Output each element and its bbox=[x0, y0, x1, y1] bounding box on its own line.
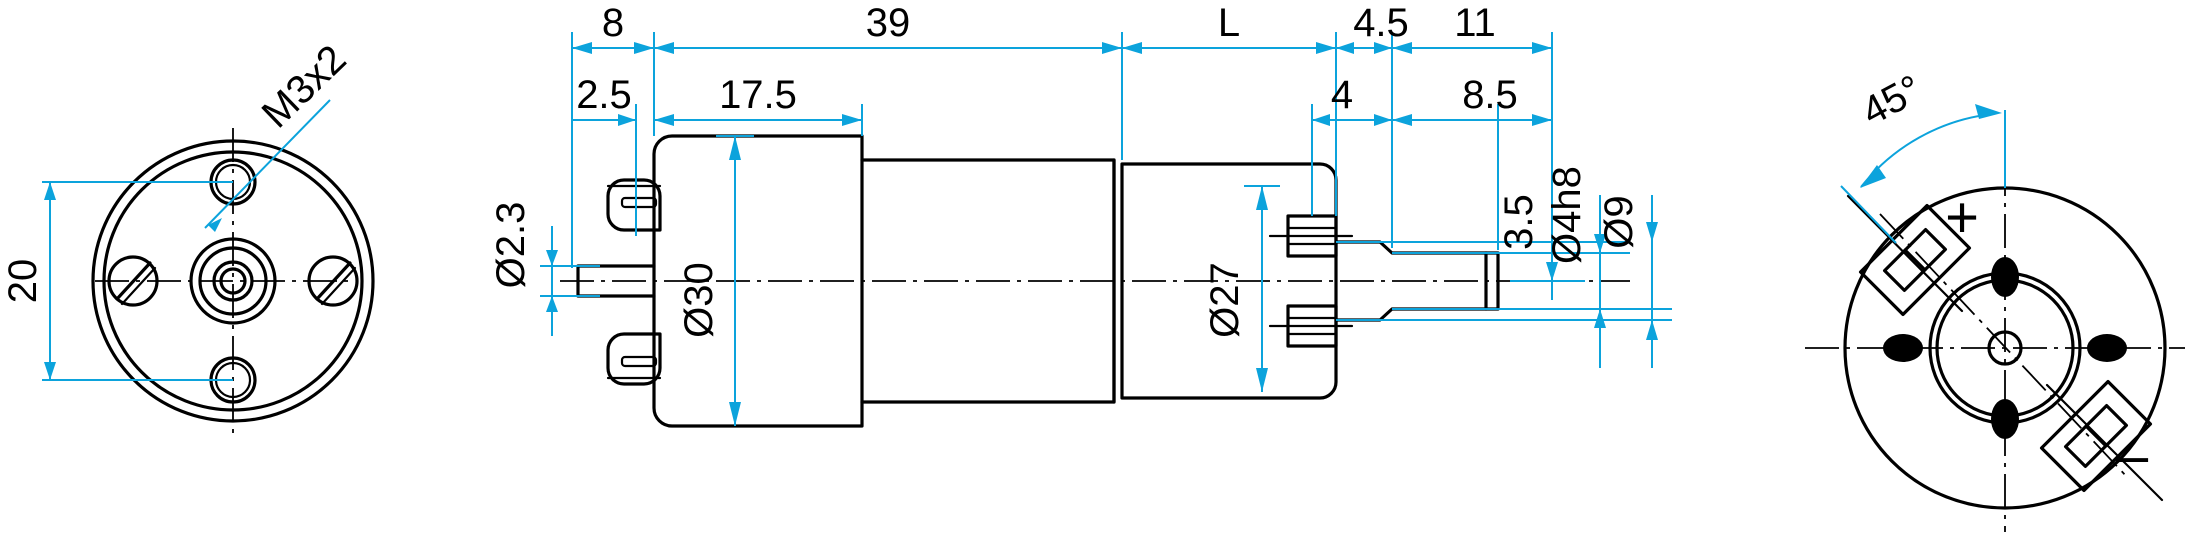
dimension-row-second bbox=[572, 104, 1552, 250]
screw-left bbox=[107, 255, 159, 307]
marker-right bbox=[2087, 334, 2127, 362]
dimension-bolt-circle-20 bbox=[42, 181, 233, 381]
terminal-pin-center bbox=[576, 264, 656, 298]
middle-side-section-view: 8 39 L 4.5 11 2.5 17.5 bbox=[489, 1, 1672, 428]
terminal-connector-upper bbox=[606, 178, 662, 232]
left-front-face-view: 20 M3x2 bbox=[1, 37, 375, 440]
gearbox-housing bbox=[652, 134, 864, 428]
dimension-label-4-5: 4.5 bbox=[1353, 1, 1409, 45]
housing-inner-circle bbox=[102, 150, 364, 412]
housing-outer-circle bbox=[91, 139, 375, 423]
dimension-gearbox-dia bbox=[716, 135, 754, 426]
dimension-label-2-5: 2.5 bbox=[576, 73, 632, 117]
leader-m3x2 bbox=[204, 99, 331, 232]
dimension-label-dia-9: Ø9 bbox=[1597, 195, 1641, 248]
dimension-label-4: 4 bbox=[1331, 73, 1353, 117]
motor-end-cap bbox=[1120, 162, 1338, 400]
center-boss-outer bbox=[189, 237, 277, 325]
dimension-label-L: L bbox=[1218, 1, 1240, 45]
dimension-label-8: 8 bbox=[602, 1, 624, 45]
dimension-label-11: 11 bbox=[1454, 1, 1496, 45]
rear-shaft-hole bbox=[1987, 330, 2023, 366]
dimension-45-degree bbox=[1840, 104, 2006, 244]
terminal-positive-label: + bbox=[1945, 185, 1979, 250]
dimension-label-39: 39 bbox=[866, 1, 911, 45]
right-view-diagonal-centerline bbox=[1879, 213, 2129, 479]
dimension-label-m3x2: M3x2 bbox=[254, 37, 355, 137]
terminal-negative bbox=[2039, 379, 2153, 493]
dimension-motor-dia bbox=[1244, 185, 1280, 392]
dimension-label-dia-4h8: Ø4h8 bbox=[1545, 166, 1589, 264]
dimension-right-group bbox=[1336, 195, 1672, 368]
dimension-label-dia-2-3: Ø2.3 bbox=[489, 202, 533, 289]
right-rear-face-view: + – 45° bbox=[1805, 67, 2185, 532]
center-boss-inner bbox=[198, 246, 268, 316]
dimension-label-dia-27: Ø27 bbox=[1203, 262, 1247, 338]
shaft-hole-inner bbox=[219, 267, 247, 295]
dimension-label-dia-30: Ø30 bbox=[677, 262, 721, 338]
dimension-pin-dia bbox=[540, 226, 600, 336]
marker-bottom bbox=[1991, 399, 2019, 439]
dimension-label-45-degree: 45° bbox=[1855, 67, 1929, 134]
terminal-negative-axis bbox=[2045, 383, 2164, 502]
terminal-negative-label: – bbox=[2116, 423, 2149, 488]
marker-top bbox=[1991, 257, 2019, 297]
dimension-label-8-5: 8.5 bbox=[1462, 73, 1518, 117]
marker-left bbox=[1883, 334, 1923, 362]
terminal-positive bbox=[1858, 203, 1972, 317]
dimension-label-3-5: 3.5 bbox=[1497, 194, 1541, 250]
terminal-tab-bottom bbox=[1268, 304, 1354, 348]
dimension-label-17-5: 17.5 bbox=[719, 73, 797, 117]
terminal-connector-lower bbox=[606, 332, 662, 386]
dimension-label-20: 20 bbox=[1, 259, 45, 304]
screw-right bbox=[307, 255, 359, 307]
terminal-tab-top bbox=[1268, 214, 1354, 258]
output-shaft bbox=[1334, 240, 1500, 322]
terminal-positive-axis bbox=[1846, 194, 1964, 313]
shaft-hole-outer bbox=[212, 260, 254, 302]
